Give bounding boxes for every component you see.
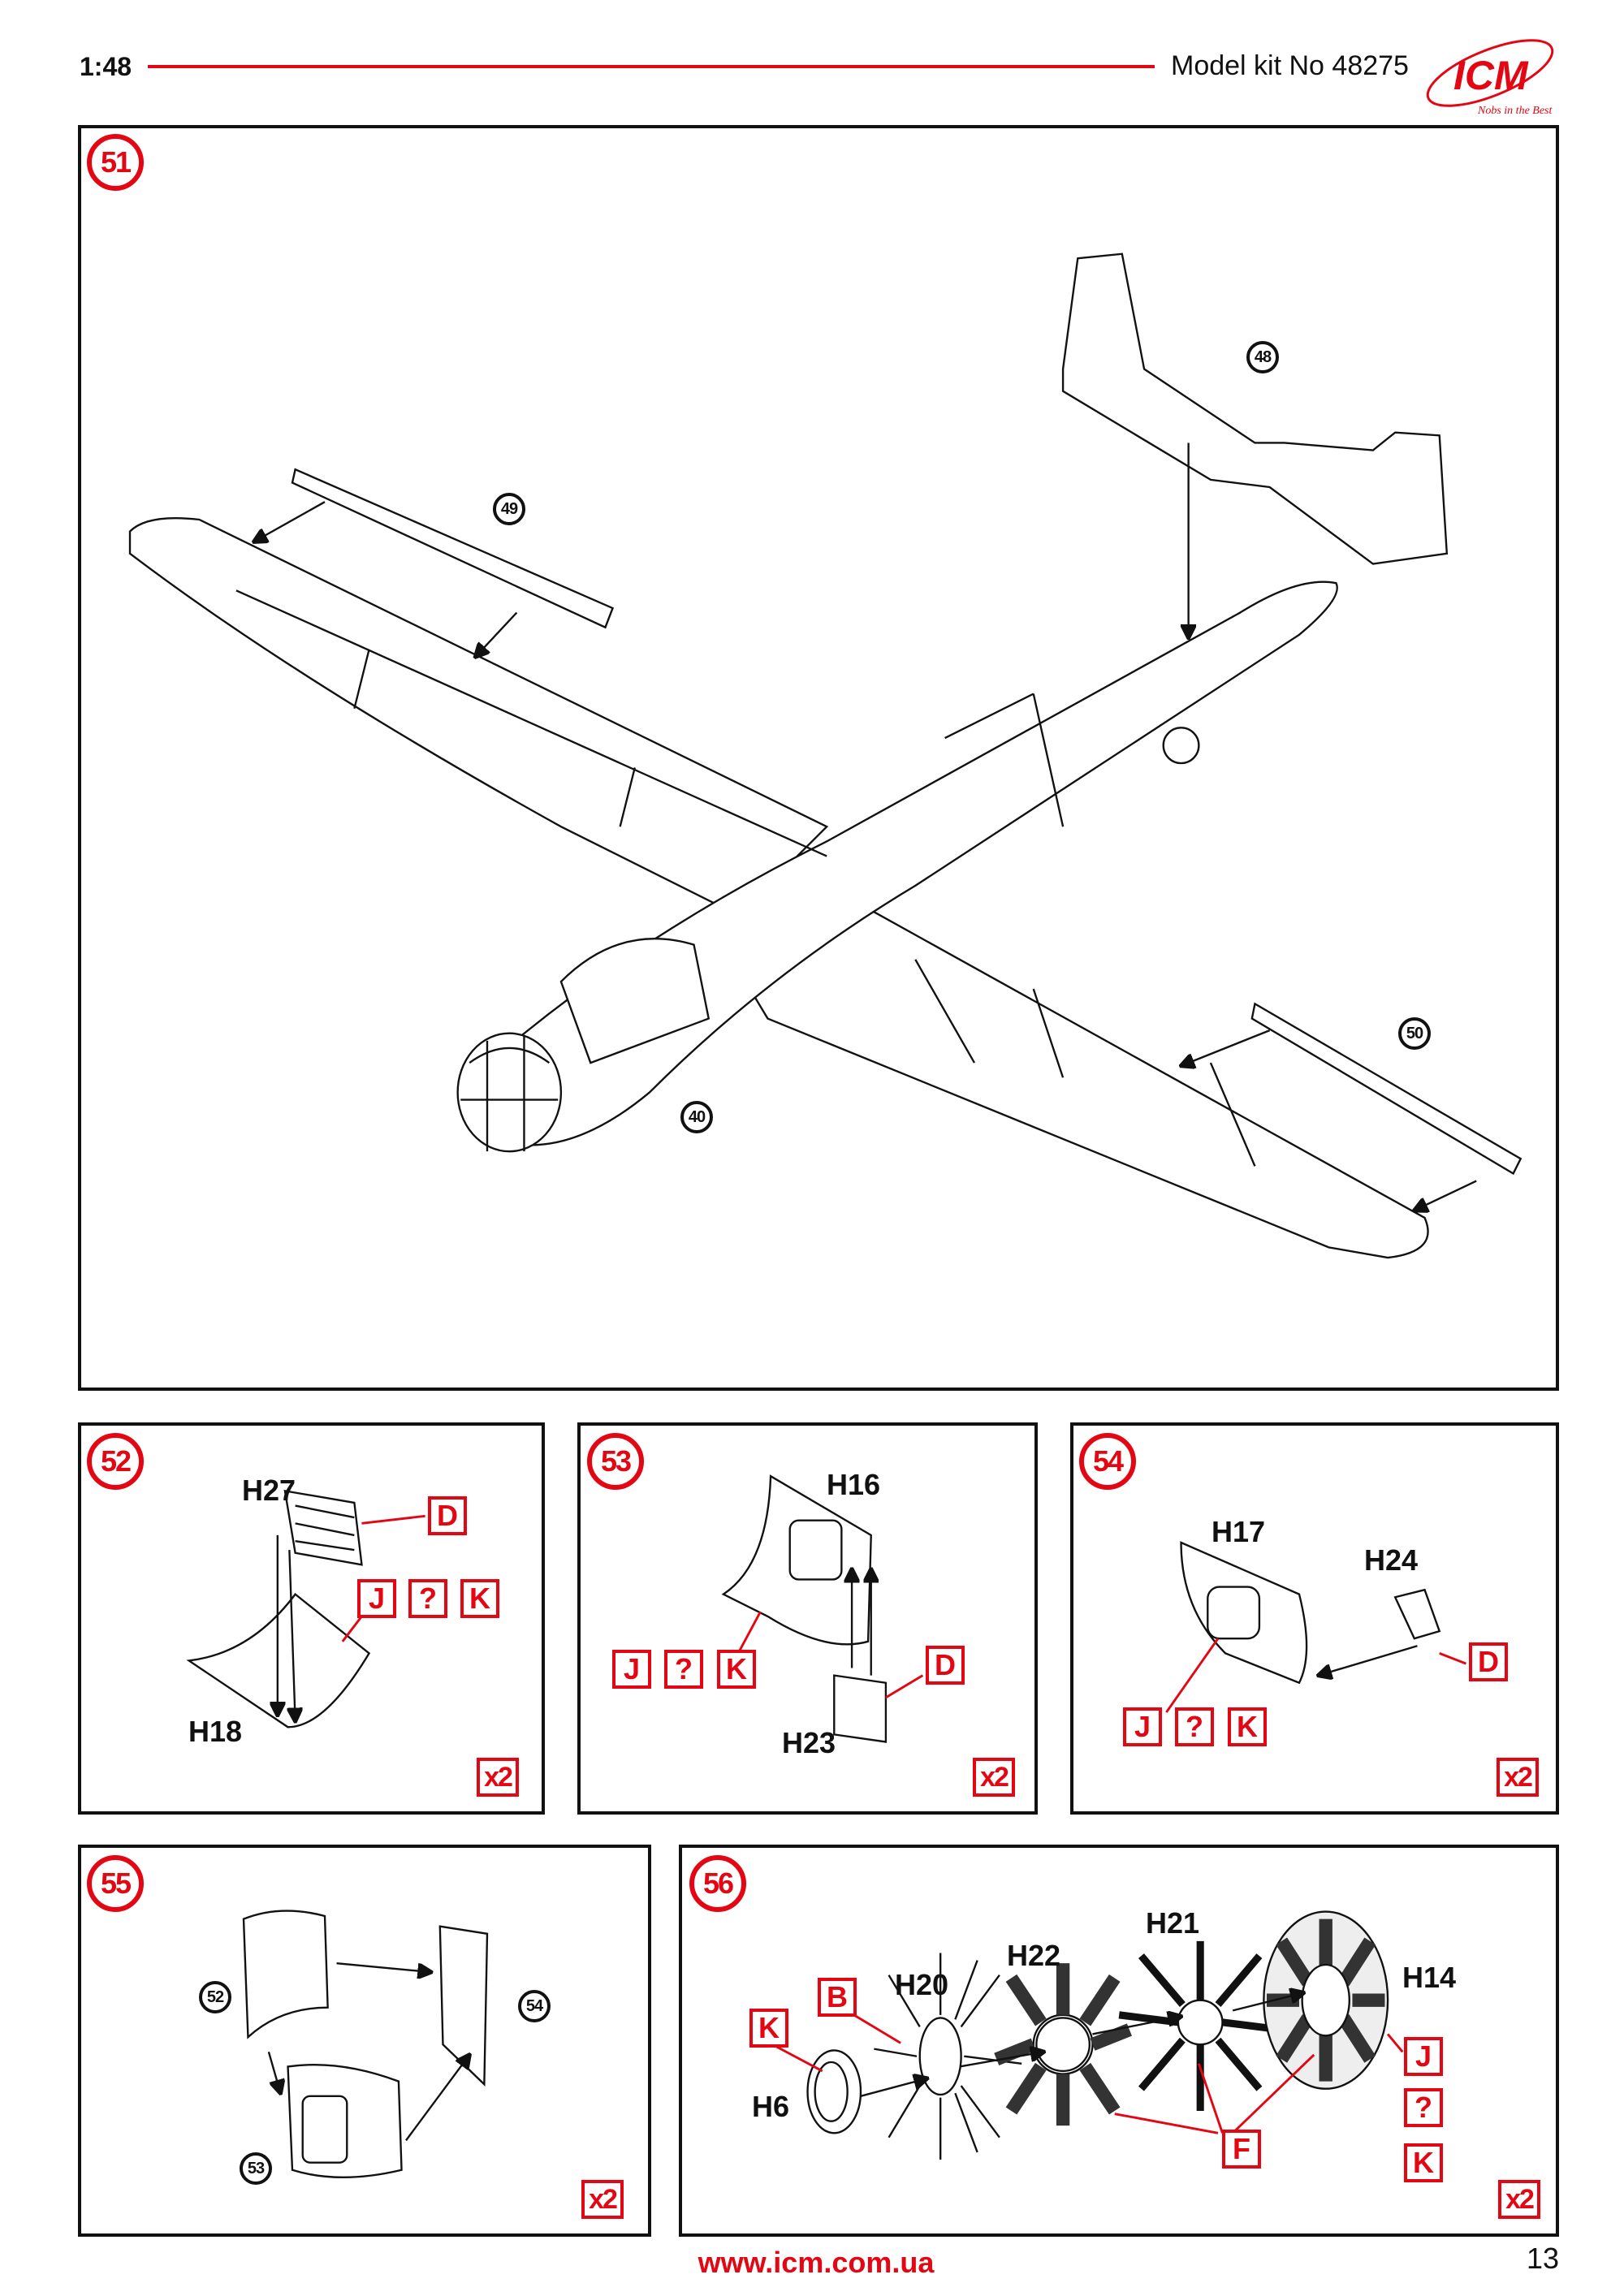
step-53-panel [577,1422,1038,1815]
color-code-K: K [1228,1707,1267,1746]
color-code-K: K [1404,2143,1443,2182]
quantity-badge: x2 [581,2180,624,2219]
color-code-unknown: ? [408,1579,447,1618]
color-code-K: K [460,1579,499,1618]
ref-step-49: 49 [493,493,525,525]
ref-step-48: 48 [1246,341,1279,373]
step-52-number: 52 [87,1433,144,1490]
step-51-number: 51 [87,134,144,191]
website-link[interactable]: www.icm.com.ua [698,2246,935,2279]
step-56-panel [679,1845,1559,2237]
step-55-drawing [242,1910,489,2178]
icm-logo: ICM Nobs in the Best [1421,39,1559,117]
svg-text:ICM: ICM [1453,53,1529,98]
part-H24: H24 [1363,1543,1419,1577]
ref-step-54: 54 [518,1990,551,2022]
color-code-F: F [1222,2130,1261,2169]
header-rule [148,65,1155,68]
ref-step-52: 52 [199,1981,231,2013]
color-code-K: K [749,2009,788,2048]
aircraft-drawing [128,252,1522,1259]
step-56-number: 56 [689,1855,746,1912]
step-54-drawing [1165,1541,1466,1713]
step-51-panel [78,125,1559,1391]
part-H6: H6 [751,2090,790,2123]
color-code-J: J [612,1650,651,1689]
color-code-J: J [1404,2037,1443,2076]
quantity-badge: x2 [1497,1758,1539,1797]
step-56-drawing [774,1910,1404,2160]
part-H16: H16 [826,1468,881,1501]
part-H14: H14 [1402,1961,1457,1994]
quantity-badge: x2 [1498,2180,1540,2219]
part-H20: H20 [894,1968,949,2001]
color-code-unknown: ? [1175,1707,1214,1746]
step-53-number: 53 [587,1433,644,1490]
color-code-D: D [926,1646,965,1685]
ref-step-40: 40 [680,1101,713,1133]
part-H21: H21 [1145,1906,1200,1940]
color-code-unknown: ? [1404,2088,1443,2127]
color-code-J: J [1123,1707,1162,1746]
color-code-unknown: ? [664,1650,703,1689]
part-H23: H23 [781,1726,836,1759]
quantity-badge: x2 [973,1758,1015,1797]
part-H27: H27 [241,1474,296,1507]
color-code-D: D [1469,1642,1508,1681]
model-kit-number: Model kit No 48275 [1171,50,1409,81]
part-H17: H17 [1211,1515,1266,1548]
page-number: 13 [1526,2242,1560,2275]
svg-text:Nobs in the Best: Nobs in the Best [1477,105,1553,117]
ref-step-50: 50 [1398,1017,1431,1050]
step-53-drawing [721,1474,924,1743]
scale-label: 1:48 [80,52,132,81]
step-54-number: 54 [1079,1433,1136,1490]
color-code-J: J [357,1579,396,1618]
step-52-panel [78,1422,545,1815]
part-H22: H22 [1006,1939,1061,1972]
step-55-number: 55 [87,1855,144,1912]
step-54-panel [1070,1422,1559,1815]
color-code-D: D [428,1496,467,1535]
color-code-K: K [717,1650,756,1689]
ref-step-53: 53 [240,2152,272,2185]
part-H18: H18 [188,1715,243,1748]
step-52-drawing [186,1489,425,1728]
quantity-badge: x2 [477,1758,519,1797]
step-55-panel [78,1845,651,2237]
color-code-B: B [818,1978,857,2017]
